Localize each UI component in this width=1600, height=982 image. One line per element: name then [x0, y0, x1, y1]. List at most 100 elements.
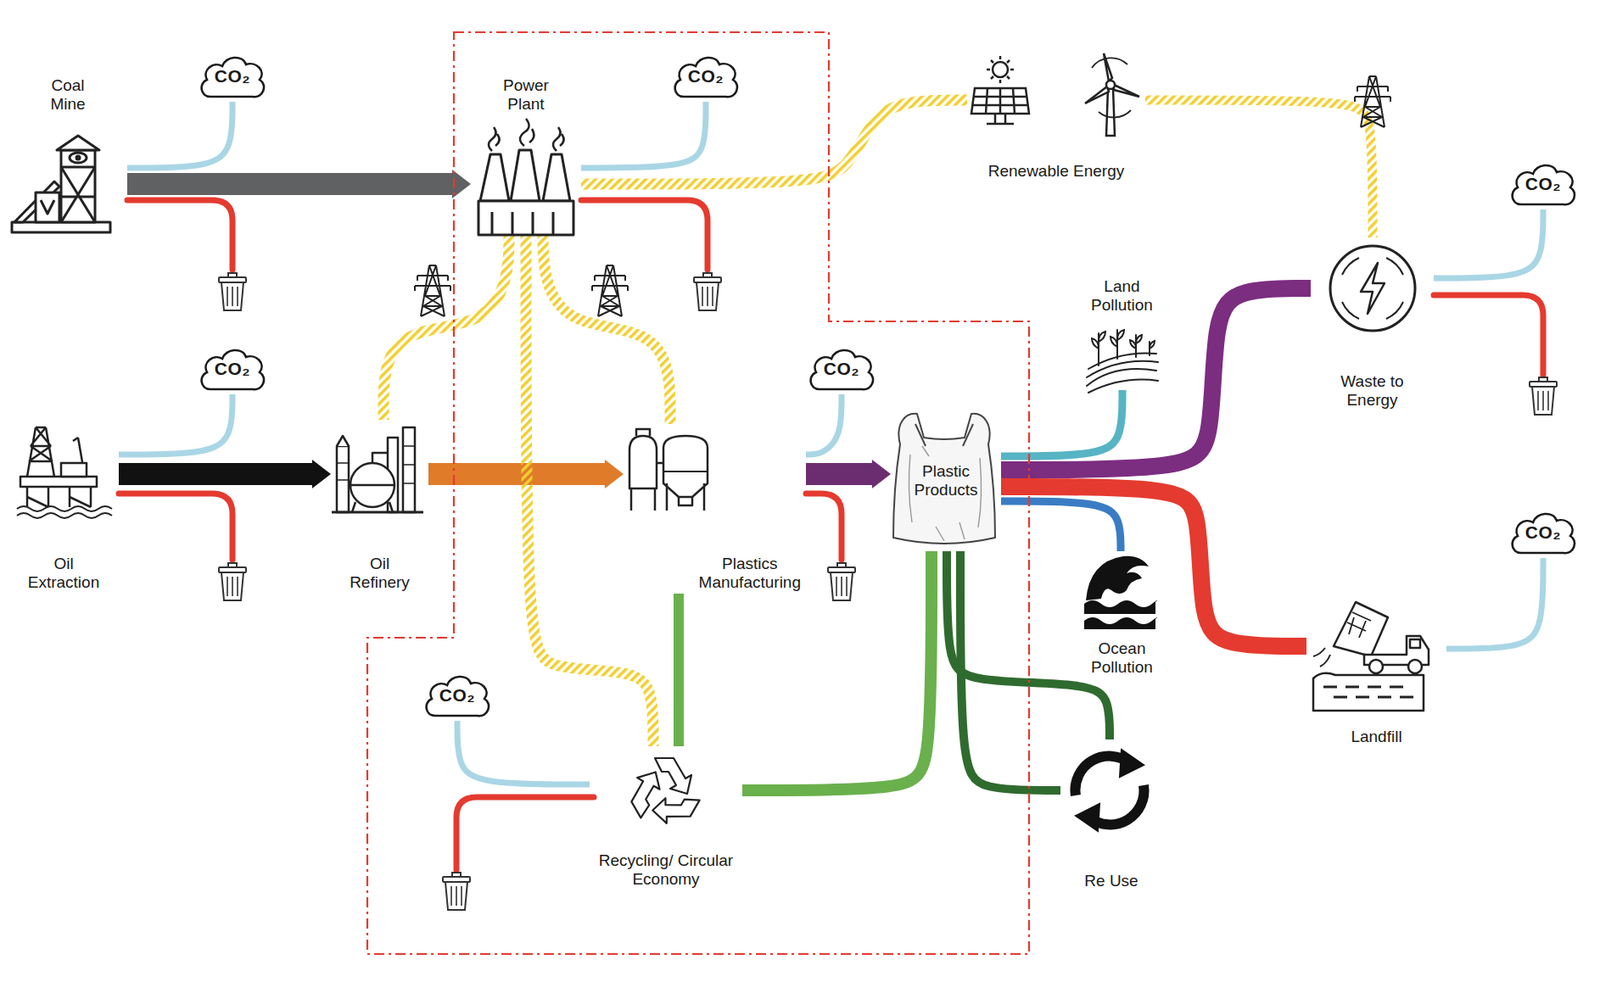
- flow-connector: [1145, 100, 1373, 238]
- oil-refinery-icon: [331, 427, 424, 513]
- illustration-part: [1075, 804, 1100, 832]
- flow-line: [1001, 288, 1311, 470]
- illustration-part: [14, 181, 60, 223]
- illustration-part: [218, 563, 247, 601]
- flow-connector: [805, 394, 842, 455]
- flow-line: [581, 101, 706, 168]
- flow-connector: [457, 721, 590, 785]
- flow-connector: [118, 459, 331, 489]
- illustration-part: [350, 453, 395, 486]
- illustration-part: [1106, 88, 1115, 136]
- illustration-part: [336, 436, 349, 447]
- illustration-part: [1091, 330, 1155, 349]
- illustration-part: [1364, 636, 1429, 666]
- cloud-outline: [426, 676, 489, 717]
- illustration-part: [1106, 80, 1115, 90]
- process-node: Waste to Energy: [1310, 237, 1434, 412]
- node-label: Power Plant: [501, 76, 551, 114]
- cloud-outline: [811, 350, 873, 390]
- illustration-part: [1330, 246, 1416, 331]
- illustration-part: [971, 88, 1030, 114]
- illustration-part: [1084, 599, 1158, 615]
- cloud-outline: [1512, 514, 1575, 554]
- waste-line: [118, 200, 1544, 871]
- flow-connector: [118, 394, 233, 455]
- node-label: Oil Extraction: [26, 554, 101, 593]
- illustration-part: [61, 150, 96, 223]
- flow-connector: [960, 551, 1061, 791]
- node-label: Oil Refinery: [347, 554, 412, 593]
- illustration-part: [61, 463, 87, 477]
- illustration-part: [27, 486, 91, 508]
- illustration-part: [442, 872, 470, 911]
- cloud-outline: [675, 57, 738, 97]
- illustration-part: [1119, 749, 1144, 778]
- ocean-waves-icon: [1084, 556, 1158, 630]
- illustration-part: [827, 563, 856, 601]
- flow-line: [1001, 390, 1123, 457]
- illustration-part: [414, 265, 451, 317]
- outcome-node: Land Pollution: [1073, 275, 1171, 391]
- illustration-part: [76, 156, 80, 160]
- flow-line: [457, 721, 590, 785]
- flow-connector: [678, 593, 680, 747]
- emission-label: CO₂: [822, 358, 862, 380]
- illustration-part: [488, 127, 500, 152]
- illustration-part: [16, 506, 112, 519]
- illustration-part: [510, 150, 540, 202]
- illustration-part: [1091, 57, 1131, 118]
- illustration-part: [666, 483, 705, 511]
- product-node: Plastic Products: [890, 410, 1002, 552]
- arrow-head: [604, 459, 624, 489]
- illustration-part: [336, 446, 415, 484]
- node-label: Landfill: [1348, 727, 1404, 747]
- flow-connector: [805, 459, 891, 489]
- flow-line: [1145, 100, 1373, 238]
- process-node: Coal Mine: [8, 74, 128, 238]
- emission-label: CO₂: [1523, 173, 1563, 195]
- emission-label: CO₂: [212, 358, 252, 380]
- process-node: Recycling/ Circular Economy: [589, 746, 743, 891]
- illustration-part: [622, 768, 672, 818]
- flow-line: [673, 593, 684, 747]
- process-node: Plastics Manufacturing: [623, 424, 806, 594]
- illustration-part: [1103, 53, 1113, 82]
- flow-connector: [1001, 390, 1123, 457]
- landfill-truck-icon: [1313, 602, 1429, 711]
- illustration-part: [636, 429, 650, 437]
- illustration-part: [1369, 660, 1383, 674]
- flow-line: [1446, 558, 1544, 649]
- flow-line: [805, 394, 842, 455]
- flow-line: [118, 463, 314, 486]
- flow-line: [127, 101, 233, 168]
- illustration-part: [456, 797, 594, 871]
- reuse-symbol: [1074, 749, 1144, 832]
- illustration-part: [20, 476, 97, 487]
- flow-line: [542, 233, 671, 425]
- flow-line: [525, 233, 654, 747]
- illustration-part: [1323, 687, 1414, 698]
- manufacturing-tank-icon: [629, 429, 708, 511]
- illustration-part: [1085, 556, 1149, 601]
- emission-cloud: CO₂: [805, 343, 878, 395]
- emission-label: CO₂: [212, 66, 252, 87]
- flow-connector: [383, 233, 510, 420]
- node-label: Renewable Energy: [986, 162, 1127, 181]
- wind-turbine-icon: [1085, 53, 1140, 136]
- waste-to-energy-icon: [1330, 246, 1416, 331]
- illustration-part: [1113, 84, 1140, 97]
- cloud-outline: [1512, 165, 1575, 205]
- illustration-part: [1074, 756, 1131, 796]
- illustration-part: [61, 167, 96, 223]
- flow-connector: [1001, 486, 1307, 647]
- illustration-part: [1086, 352, 1159, 393]
- node-label: Plastics Manufacturing: [697, 554, 803, 593]
- flow-line: [127, 173, 454, 196]
- emission-cloud: CO₂: [1507, 507, 1579, 559]
- flow-connector: [542, 233, 671, 425]
- illustration-part: [1360, 262, 1385, 314]
- illustration-part: [553, 127, 565, 152]
